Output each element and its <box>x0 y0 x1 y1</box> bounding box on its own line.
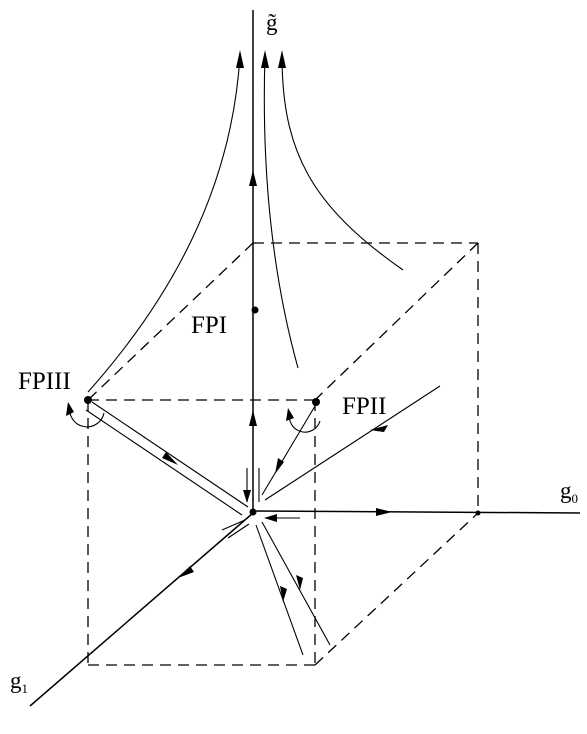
arrowhead <box>280 586 287 602</box>
dashed-box <box>87 242 479 666</box>
fp3-label: FPIII <box>18 368 71 395</box>
arrowhead <box>370 425 388 432</box>
fp1-dot <box>251 306 259 314</box>
g0-box-corner-dot <box>475 510 481 516</box>
arrowhead <box>66 402 74 416</box>
arrowhead <box>236 50 244 68</box>
arrowhead <box>296 575 303 590</box>
g0-axis <box>252 510 581 514</box>
g1-axis-label: g1 <box>10 668 28 696</box>
flow-curve-right <box>281 54 404 271</box>
fp3-spiral <box>69 405 105 428</box>
arrowhead-axis-lower <box>249 410 257 426</box>
fp2-dot <box>312 398 320 406</box>
flow-curves-upper <box>87 50 404 426</box>
arrowhead <box>178 566 194 578</box>
g1-axis <box>29 512 254 707</box>
fp2-label: FPII <box>342 393 386 420</box>
flow-curve-middle <box>263 54 299 369</box>
flow-lines-to-origin <box>85 385 441 656</box>
arrowhead <box>278 50 286 68</box>
arrowhead-axis-upper <box>249 170 257 186</box>
arrowhead <box>286 408 294 421</box>
arrowhead <box>376 508 392 516</box>
g-tilde-axis-label: g̃ <box>266 10 278 35</box>
arrowhead <box>243 490 251 503</box>
fp3-dot <box>84 396 92 404</box>
origin-dot <box>249 508 257 516</box>
g0-axis-label: g0 <box>560 478 578 506</box>
fp1-label: FPI <box>191 312 227 339</box>
arrowhead <box>275 458 284 474</box>
flow-curve-left <box>87 54 241 393</box>
arrowhead <box>261 50 269 68</box>
arrowhead <box>162 452 178 465</box>
arrowhead <box>264 514 277 522</box>
